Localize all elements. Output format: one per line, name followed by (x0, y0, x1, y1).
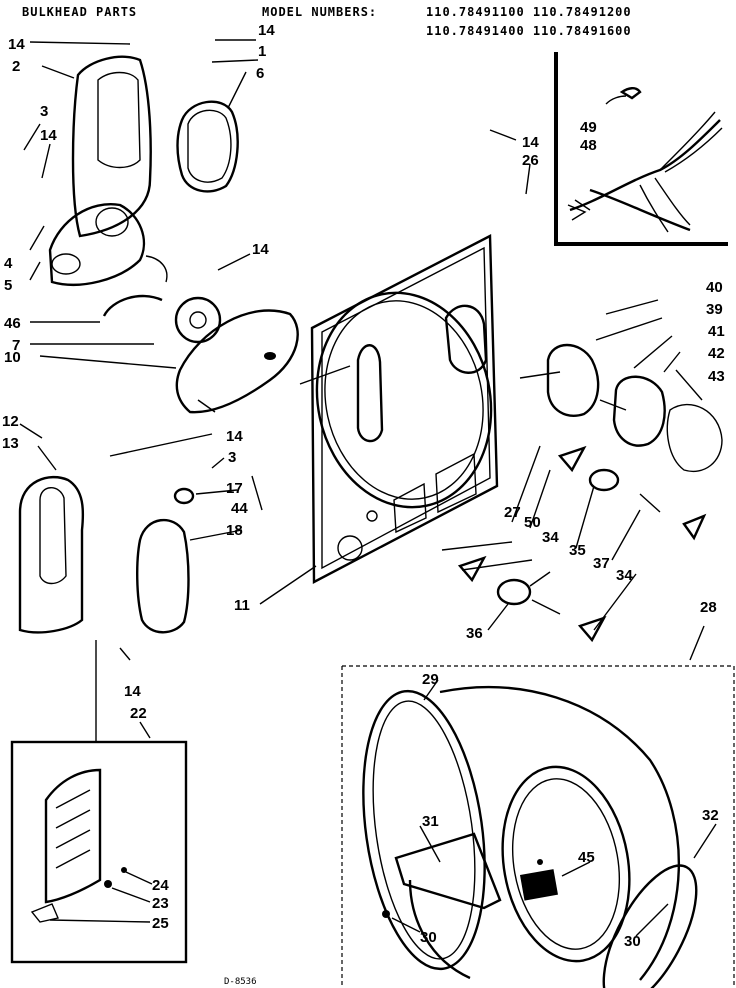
callout-4: 4 (4, 255, 13, 272)
idler-and-bracket-parts (299, 343, 723, 643)
callout-3-left: 3 (40, 103, 48, 120)
callout-14-duct: 14 (226, 428, 243, 445)
callout-43: 43 (708, 368, 725, 385)
callout-42: 42 (708, 345, 725, 362)
drum-inset-28 (341, 665, 735, 988)
callout-28: 28 (700, 599, 717, 616)
callout-29: 29 (422, 671, 439, 688)
callout-10: 10 (4, 349, 21, 366)
callout-22: 22 (130, 705, 147, 722)
callout-46: 46 (4, 315, 21, 332)
callout-2: 2 (12, 58, 20, 75)
callout-40: 40 (706, 279, 723, 296)
callout-26: 26 (522, 152, 539, 169)
callout-17: 17 (226, 480, 243, 497)
footer-code: D-8536 (224, 977, 257, 987)
callout-12: 12 (2, 413, 19, 430)
callout-5: 5 (4, 277, 12, 294)
callout-7: 7 (12, 337, 20, 354)
callout-39: 39 (706, 301, 723, 318)
rear-bulkhead-assembly (48, 55, 299, 414)
callout-32: 32 (702, 807, 719, 824)
callout-14-middle: 14 (252, 241, 269, 258)
callout-30-left: 30 (420, 929, 437, 946)
callout-50: 50 (524, 514, 541, 531)
callout-3-duct: 3 (228, 449, 236, 466)
callout-labels: 14 14 1 2 6 3 14 49 48 14 26 14 4 5 40 3… (2, 22, 725, 950)
callout-14-left: 14 (40, 127, 57, 144)
callout-36: 36 (466, 625, 483, 642)
callout-41: 41 (708, 323, 725, 340)
callout-25: 25 (152, 915, 169, 932)
callout-14-top-left: 14 (8, 36, 25, 53)
front-bulkhead-panel (310, 234, 499, 584)
header-title: BULKHEAD PARTS (22, 5, 138, 19)
callout-49: 49 (580, 119, 597, 136)
callout-34-lower: 34 (616, 567, 633, 584)
callout-6: 6 (256, 65, 264, 82)
callout-14-bottom: 14 (124, 683, 141, 700)
callout-30-right: 30 (624, 933, 641, 950)
callout-24: 24 (152, 877, 169, 894)
wiring-harness-inset (554, 52, 728, 246)
callout-44: 44 (231, 500, 248, 517)
model-numbers-line2: 110.78491400 110.78491600 (426, 24, 632, 38)
callout-27: 27 (504, 504, 521, 521)
lint-duct-parts (18, 475, 195, 634)
model-numbers-label: MODEL NUMBERS: (262, 5, 378, 19)
inset-box-22 (10, 740, 188, 964)
callout-45: 45 (578, 849, 595, 866)
callout-31: 31 (422, 813, 439, 830)
callout-23: 23 (152, 895, 169, 912)
callout-1: 1 (258, 43, 266, 60)
model-numbers-line1: 110.78491100 110.78491200 (426, 5, 632, 19)
callout-11: 11 (234, 597, 250, 614)
callout-14-bracket: 14 (522, 134, 539, 151)
callout-14-top-right: 14 (258, 22, 275, 39)
callout-37: 37 (593, 555, 610, 572)
callout-48: 48 (580, 137, 597, 154)
callout-13: 13 (2, 435, 19, 452)
leader-lines (19, 39, 717, 937)
callout-34-upper: 34 (542, 529, 559, 546)
callout-18: 18 (226, 522, 243, 539)
callout-35: 35 (569, 542, 586, 559)
